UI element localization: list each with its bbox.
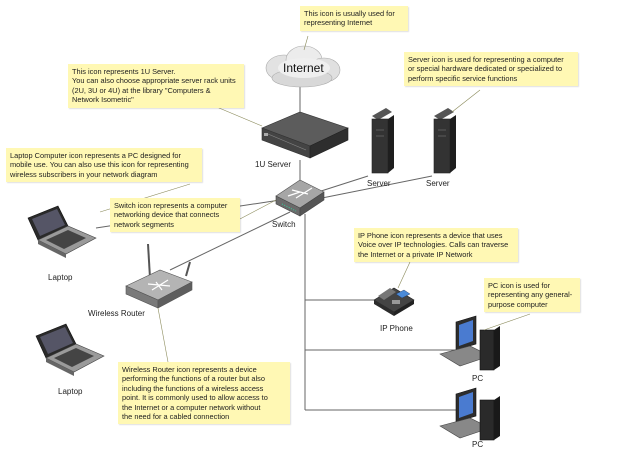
- laptop-icon: [27, 205, 97, 258]
- note-pc: PC icon is used for representing any gen…: [484, 278, 580, 313]
- note-line: representing any general-: [488, 290, 573, 300]
- note-line: purpose computer: [488, 299, 548, 309]
- note-line: wireless subscribers in your network dia…: [10, 169, 158, 179]
- note-server: Server icon is used for representing a c…: [404, 52, 578, 87]
- cloud-icon: [265, 45, 341, 88]
- note-line: point. It is commonly used to allow acce…: [122, 393, 268, 403]
- label-pc-b: PC: [472, 440, 484, 449]
- note-line: Voice over IP technologies. Calls can tr…: [358, 240, 509, 250]
- note-line: You can also choose appropriate server r…: [72, 76, 236, 86]
- note-line: Wireless Router icon represents a device: [122, 365, 257, 374]
- label-wireless-router: Wireless Router: [88, 309, 145, 318]
- note-line: perform specific service functions: [408, 73, 518, 83]
- tower-server-icon: [433, 108, 456, 174]
- note-line: networking device that connects: [114, 210, 220, 220]
- label-laptop-a: Laptop: [48, 273, 73, 282]
- ip-phone-icon: [373, 287, 415, 316]
- note-line: Server icon is used for representing a c…: [408, 55, 564, 64]
- tower-server-icon: [371, 108, 394, 174]
- pc-icon: [439, 387, 500, 441]
- wireless-router-icon: [125, 243, 193, 309]
- note-ip-phone: IP Phone icon represents a device that u…: [354, 228, 518, 263]
- note-line: the Internet or a computer network witho…: [122, 402, 261, 412]
- label-pc-a: PC: [472, 374, 484, 383]
- note-line: Network Isometric": [72, 95, 134, 105]
- note-line: mobile use. You can also use this icon f…: [10, 160, 189, 170]
- note-line: network segments: [114, 219, 174, 229]
- note-line: performing the functions of a router but…: [122, 374, 265, 384]
- note-line: Laptop Computer icon represents a PC des…: [10, 151, 181, 160]
- internet-label: Internet: [283, 61, 324, 75]
- note-laptop: Laptop Computer icon represents a PC des…: [6, 148, 202, 183]
- note-line: PC icon is used for: [488, 281, 551, 290]
- label-laptop-b: Laptop: [58, 387, 83, 396]
- connector-switch-router: [169, 211, 291, 271]
- note-line: IP Phone icon represents a device that u…: [358, 231, 503, 240]
- laptop-icon: [35, 323, 105, 376]
- note-1u-server: This icon represents 1U Server. You can …: [68, 64, 244, 108]
- label-switch: Switch: [272, 220, 296, 229]
- note-line: or special hardware dedicated or special…: [408, 64, 563, 74]
- note-internet: This icon is usually used for representi…: [300, 6, 408, 31]
- label-1u-server: 1U Server: [255, 160, 292, 169]
- label-server-b: Server: [426, 179, 450, 188]
- connector-switch-server-b: [321, 175, 433, 199]
- note-line: the need for a cabled connection: [122, 412, 230, 422]
- note-switch: Switch icon represents a computer networ…: [110, 198, 240, 233]
- note-line: representing Internet: [304, 18, 373, 28]
- note-line: (2U, 3U or 4U) at the library "Computers…: [72, 85, 211, 95]
- note-line: This icon is usually used for: [304, 9, 395, 18]
- label-server-a: Server: [367, 179, 391, 188]
- note-line: This icon represents 1U Server.: [72, 67, 176, 76]
- rack-server-icon: [261, 111, 349, 159]
- note-wireless-router: Wireless Router icon represents a device…: [118, 362, 290, 425]
- note-line: Switch icon represents a computer: [114, 201, 228, 210]
- switch-icon: [275, 179, 325, 217]
- pc-icon: [439, 315, 500, 371]
- label-ip-phone: IP Phone: [380, 324, 413, 333]
- note-line: the Internet or a private IP Network: [358, 249, 473, 259]
- note-line: including the functions of a wireless ac…: [122, 383, 264, 393]
- connector-switch-server-a: [317, 175, 369, 193]
